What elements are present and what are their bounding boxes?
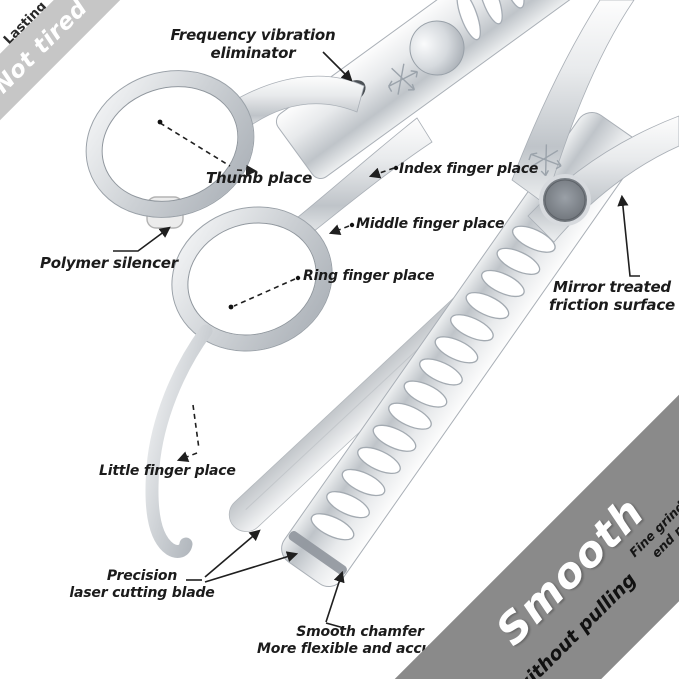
label-little-finger-place: Little finger place	[99, 463, 236, 479]
label-smooth-chamfer: Smooth chamfer More flexible and accurat…	[257, 624, 463, 657]
ring-finger-shank	[286, 117, 433, 241]
pivot-screw-ball	[409, 20, 465, 76]
label-index-finger-place: Index finger place	[399, 161, 539, 177]
chamfer-band	[288, 531, 347, 576]
scissor-lower	[228, 0, 679, 588]
ring-finger-ring	[171, 206, 333, 352]
leader-little	[192, 404, 200, 450]
label-mirror-treated-friction-surface: Mirror treated friction surface	[549, 278, 675, 314]
upper-blade	[275, 0, 655, 179]
leader-ring	[233, 278, 296, 307]
leader-polymer	[113, 226, 171, 252]
scissor-upper	[85, 0, 655, 558]
leader-dots	[157, 119, 399, 310]
leader-index	[368, 167, 395, 179]
label-ring-finger-place: Ring finger place	[303, 268, 435, 284]
leader-mirror	[617, 194, 640, 277]
leader-precision-1	[204, 529, 261, 578]
leader-lines	[113, 51, 640, 629]
label-precision-laser-cutting-blade: Precision laser cutting blade	[69, 568, 215, 601]
thumb-shank	[229, 75, 365, 132]
label-thumb-place: Thumb place	[206, 169, 313, 187]
leader-chamfer	[325, 570, 345, 623]
leader-thumb	[159, 122, 231, 167]
leader-middle	[328, 224, 350, 235]
leader-precision-2	[204, 551, 299, 583]
thumb-ring	[85, 70, 255, 218]
blade-teeth	[456, 0, 525, 41]
pinky-tang	[145, 324, 213, 558]
pivot-screw-hole	[539, 174, 591, 226]
label-frequency-vibration-eliminator: Frequency vibration eliminator	[170, 26, 336, 62]
blade-teeth	[310, 225, 556, 541]
label-polymer-silencer: Polymer silencer	[40, 254, 178, 272]
label-middle-finger-place: Middle finger place	[356, 216, 505, 232]
leader-frequency	[322, 51, 353, 82]
